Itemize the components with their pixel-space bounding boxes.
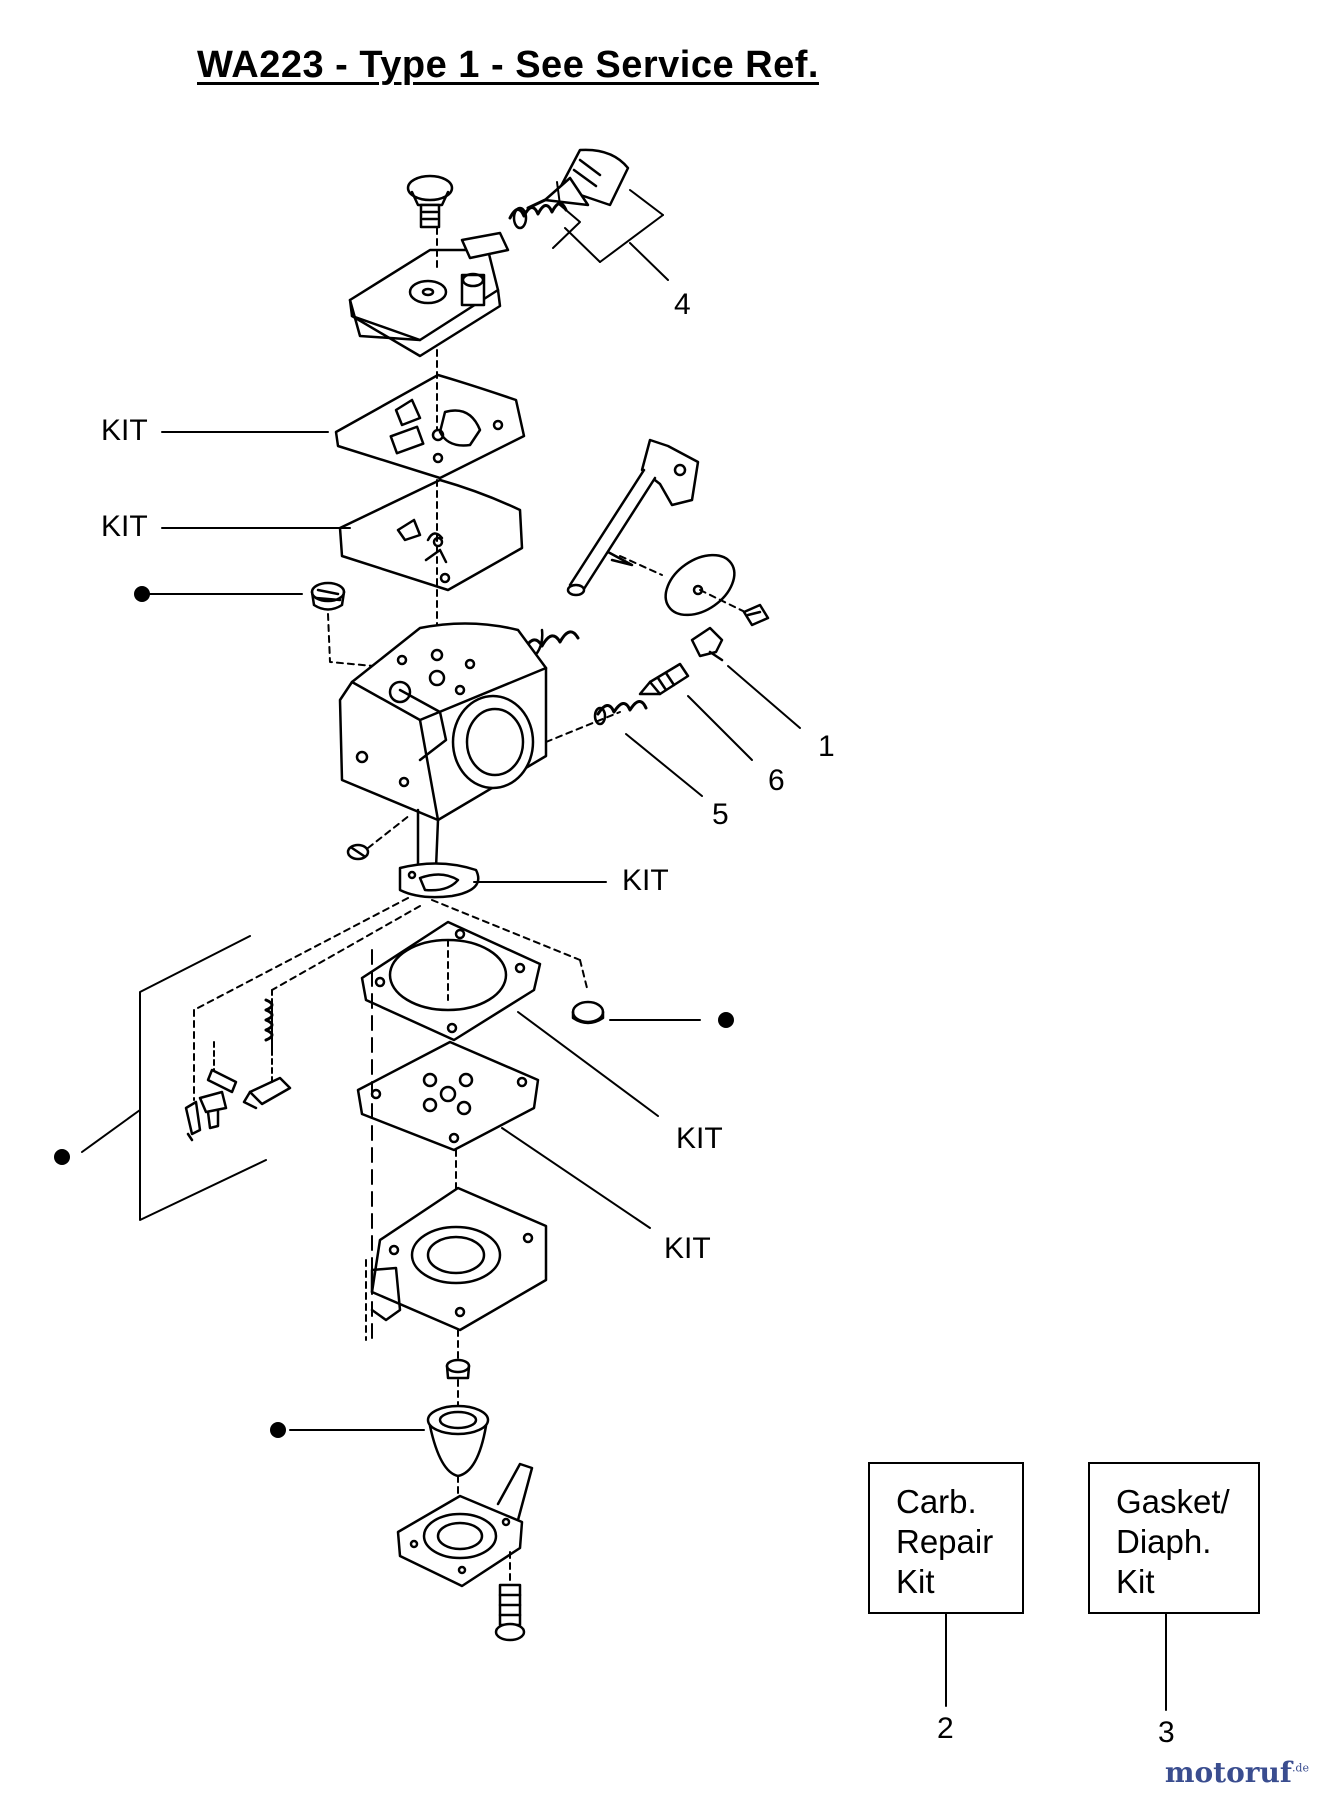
side-bracket (139, 935, 267, 1221)
side-screw (198, 1090, 228, 1130)
side-needle (184, 1100, 202, 1142)
watermark-logo: motoruf.de (1165, 1756, 1309, 1789)
callout-4: 4 (674, 288, 691, 321)
callout-5: 5 (712, 798, 729, 831)
watermark-brand: motoruf (1164, 1756, 1292, 1789)
callout-kit: KIT (664, 1232, 711, 1265)
primer-bulb (426, 1404, 490, 1478)
pump-diaphragm (356, 1040, 540, 1152)
side-pin (206, 1068, 238, 1094)
kit-dot-icon (270, 1422, 286, 1438)
idle-spring-5 (593, 700, 648, 726)
cover-screw (406, 174, 454, 229)
carb-repair-kit-box: Carb. Repair Kit (868, 1462, 1024, 1614)
kit-box-line: Repair (896, 1523, 994, 1560)
kit-box-line: Carb. (896, 1483, 977, 1520)
primer-screw (445, 1358, 471, 1380)
callout-1: 1 (818, 730, 835, 763)
callout-kit: KIT (622, 864, 669, 897)
callout-3: 3 (1158, 1716, 1175, 1749)
small-disc (571, 1000, 605, 1025)
idle-screw-6 (638, 662, 690, 696)
throttle-plate (664, 553, 736, 617)
kit-box-line: Gasket/ (1116, 1483, 1230, 1520)
carburetor-body (338, 622, 548, 880)
throttle-screw (742, 603, 770, 627)
callout-6: 6 (768, 764, 785, 797)
primer-cover (396, 1462, 534, 1588)
callout-kit: KIT (101, 510, 148, 543)
callout-kit: KIT (101, 414, 148, 447)
side-spring (264, 998, 274, 1051)
kit-dot-icon (134, 586, 150, 602)
leader-4 (552, 204, 581, 249)
kit-box-line: Kit (896, 1563, 935, 1600)
pump-cover (370, 1186, 548, 1332)
needle-valve-4 (526, 148, 630, 210)
body-plug (346, 843, 370, 861)
kit-dot-icon (718, 1012, 734, 1028)
callout-2: 2 (937, 1712, 954, 1745)
diaphragm-plate-2 (338, 478, 524, 592)
primer-cover-screw (494, 1583, 526, 1642)
check-valve-plate (398, 862, 480, 899)
throttle-shaft (566, 438, 700, 597)
kit-box-line: Kit (1116, 1563, 1155, 1600)
filter-screen (310, 581, 346, 611)
callout-kit: KIT (676, 1122, 723, 1155)
spring-4 (508, 202, 568, 230)
pump-gasket (360, 920, 542, 1042)
metering-cover (348, 231, 510, 358)
kit-dot-icon (54, 1149, 70, 1165)
gasket-diaph-kit-box: Gasket/ Diaph. Kit (1088, 1462, 1260, 1614)
side-lever (242, 1076, 292, 1110)
page-title: WA223 - Type 1 - See Service Ref. (197, 44, 819, 86)
kit-box-line: Diaph. (1116, 1523, 1212, 1560)
gasket-plate-1 (334, 373, 526, 480)
clip-1 (690, 626, 724, 662)
watermark-suffix: .de (1291, 1761, 1309, 1775)
